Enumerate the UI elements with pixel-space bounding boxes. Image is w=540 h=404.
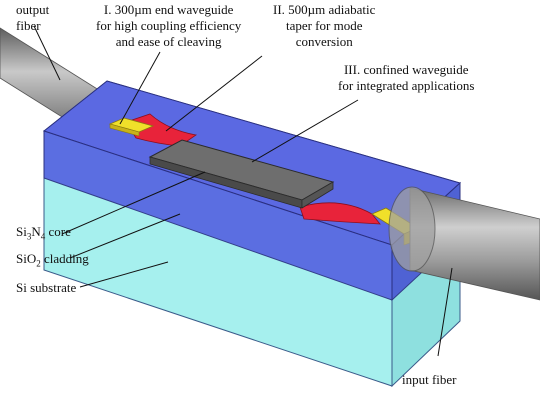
label-cladding-text: cladding (40, 251, 89, 266)
label-output-fiber-line2: fiber (16, 18, 41, 33)
label-core: Si3N4 core (16, 224, 71, 245)
label-cladding: SiO2 cladding (16, 251, 89, 272)
left-end-waveguide-side (109, 123, 140, 137)
label-taper-line1: II. 500µm adiabatic (273, 2, 376, 17)
label-substrate: Si substrate (16, 280, 77, 295)
label-core-si: Si (16, 224, 27, 239)
leader-confined (251, 99, 359, 163)
label-core-n: N (31, 224, 41, 239)
leader-substrate (79, 261, 169, 288)
label-end-waveguide-line1: I. 300µm end waveguide (103, 2, 234, 17)
label-input-fiber: input fiber (402, 372, 457, 387)
leader-core (61, 171, 206, 235)
label-cladding-sio: SiO (16, 251, 37, 266)
label-confined-waveguide: III. confined waveguide for integrated a… (338, 62, 474, 94)
label-taper: II. 500µm adiabatic taper for mode conve… (273, 2, 375, 50)
leader-output-fiber (33, 25, 61, 81)
leader-end-waveguide (119, 51, 161, 125)
label-core-sub4: 4 (40, 231, 46, 242)
label-cladding-sub2: 2 (36, 258, 41, 269)
label-taper-line2: taper for mode (285, 18, 363, 33)
label-end-waveguide-line2: for high coupling efficiency (96, 18, 242, 33)
label-end-waveguide: I. 300µm end waveguide for high coupling… (96, 2, 241, 50)
label-taper-line3: conversion (295, 34, 353, 49)
leader-taper (165, 55, 263, 132)
right-taper (299, 202, 381, 225)
label-confined-line2: for integrated applications (338, 78, 475, 93)
label-output-fiber-line1: output (16, 2, 50, 17)
left-taper (125, 113, 198, 147)
core-side-face (301, 181, 334, 209)
input-fiber-end (388, 186, 436, 272)
leader-input-fiber (437, 267, 453, 357)
label-confined-line1: III. confined waveguide (343, 62, 469, 77)
label-core-text: core (45, 224, 71, 239)
label-output-fiber: output fiber (16, 2, 49, 34)
label-core-sub3: 3 (26, 231, 32, 242)
label-end-waveguide-line3: and ease of cleaving (115, 34, 222, 49)
leader-cladding (69, 213, 181, 259)
